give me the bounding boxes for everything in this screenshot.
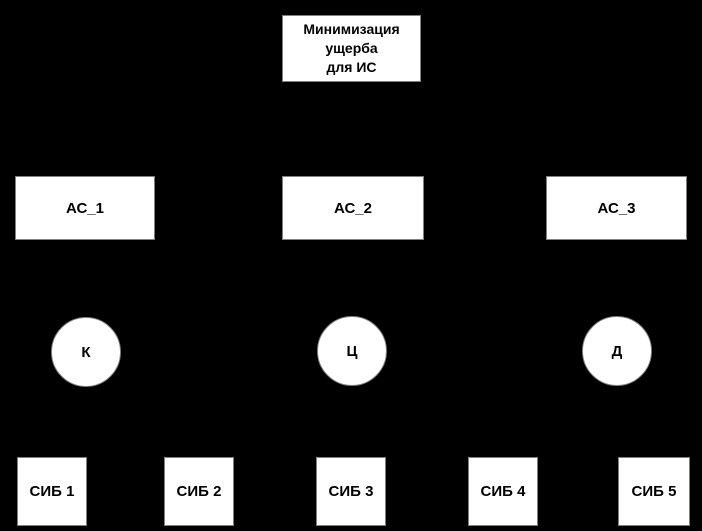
node-criterion-ts: Ц — [317, 316, 387, 386]
node-sib-1: СИБ 1 — [17, 457, 87, 526]
node-criterion-k: К — [51, 317, 121, 387]
node-as-2: АС_2 — [282, 176, 424, 240]
node-as-2-label: АС_2 — [334, 199, 372, 217]
node-goal-line-1: Минимизация — [303, 21, 400, 37]
node-criterion-d-label: Д — [611, 342, 623, 360]
node-sib-4: СИБ 4 — [468, 457, 538, 526]
node-sib-5: СИБ 5 — [618, 457, 690, 526]
node-goal: Минимизация ущерба для ИС — [282, 15, 421, 82]
node-as-3: АС_3 — [546, 176, 687, 240]
node-as-1-label: АС_1 — [66, 199, 104, 217]
node-sib-1-label: СИБ 1 — [29, 483, 75, 500]
node-goal-line-3: для ИС — [326, 59, 377, 75]
node-criterion-k-label: К — [81, 343, 91, 361]
node-sib-3-label: СИБ 3 — [328, 483, 374, 500]
node-sib-3: СИБ 3 — [316, 457, 386, 526]
node-criterion-d: Д — [582, 316, 652, 386]
node-goal-line-2: ущерба — [325, 40, 378, 56]
node-sib-4-label: СИБ 4 — [480, 483, 526, 500]
node-as-3-label: АС_3 — [597, 199, 636, 217]
node-as-1: АС_1 — [15, 176, 155, 240]
node-sib-5-label: СИБ 5 — [631, 483, 677, 500]
node-sib-2: СИБ 2 — [164, 457, 234, 526]
node-criterion-ts-label: Ц — [346, 342, 358, 360]
node-sib-2-label: СИБ 2 — [176, 483, 222, 500]
